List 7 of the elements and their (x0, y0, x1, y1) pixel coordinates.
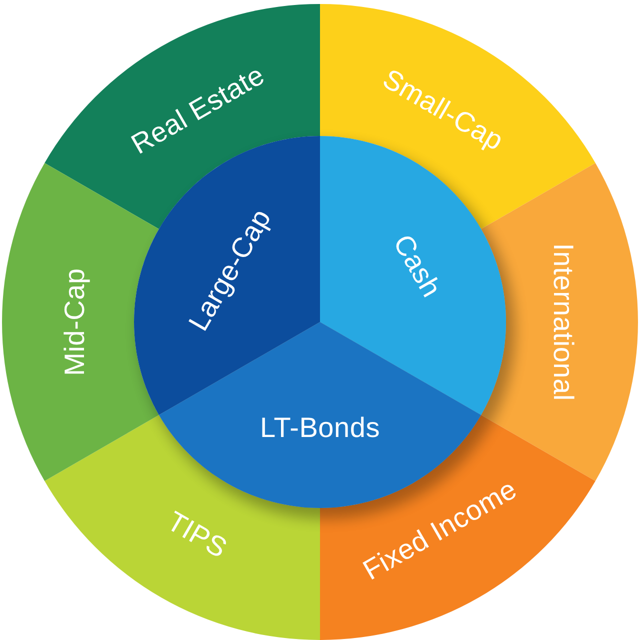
segment-label: International (547, 243, 579, 401)
ring-segment (320, 4, 596, 229)
ring-segment (481, 162, 638, 481)
ring-segment (2, 162, 159, 482)
segment-label: Mid-Cap (59, 268, 91, 376)
segment-label: TIPS (162, 505, 232, 565)
segment-label: LT-Bonds (260, 412, 380, 444)
